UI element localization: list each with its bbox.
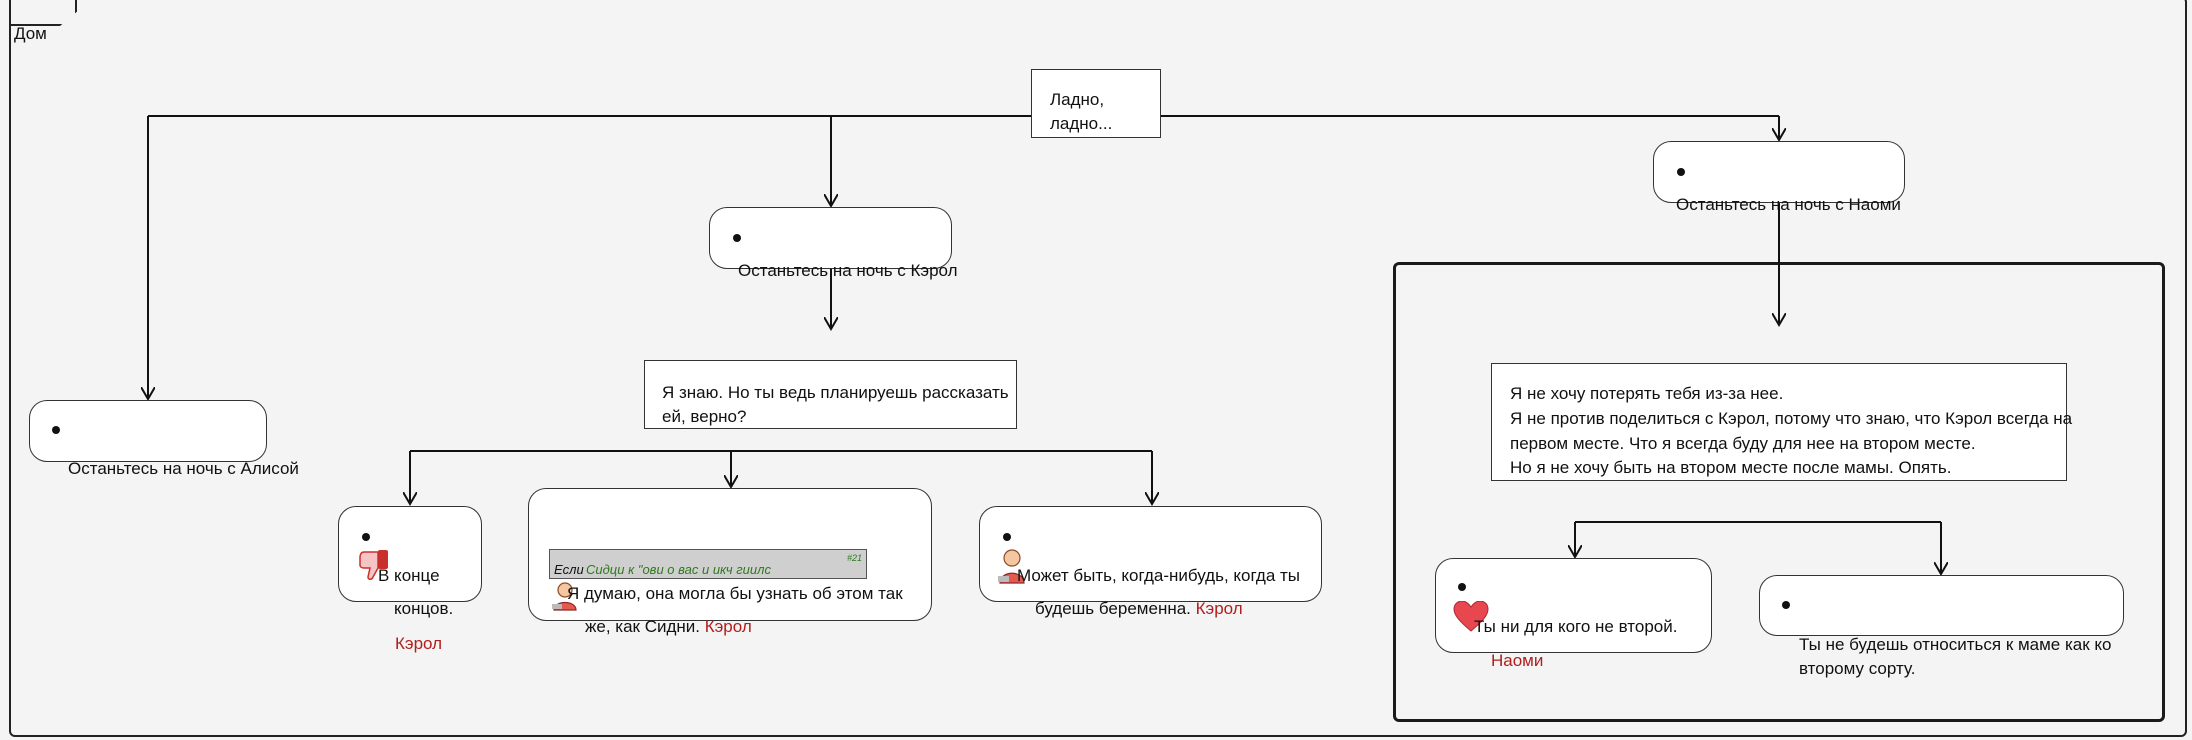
person-icon: [998, 549, 1025, 584]
scene-frame: [9, 0, 2187, 737]
thumbs-down-icon: [359, 550, 388, 580]
carol-option-right-speaker: Кэрол: [1195, 599, 1243, 618]
carol-option-mid-line2: же, как Сидни.: [585, 617, 700, 636]
naomi-option-left-line1: Ты ни для кого не второй.: [1474, 617, 1678, 636]
carol-option-left-line1: В конце: [378, 566, 440, 585]
carol-prompt-node[interactable]: [644, 360, 1017, 429]
carol-option-right-node[interactable]: [979, 506, 1322, 602]
condition-number: #21: [846, 553, 862, 563]
carol-option-mid-line1: Я думаю, она могла бы узнать об этом так: [567, 584, 903, 603]
choice-naomi-bullet: [1677, 168, 1685, 176]
scene-frame-label: Дом: [14, 24, 47, 43]
choice-alice-label: Останьтесь на ночь с Алисой: [68, 459, 299, 478]
naomi-prompt-line-1: Я не хочу потерять тебя из-за нее.: [1510, 384, 1784, 403]
naomi-option-right-line2: второму сорту.: [1799, 659, 1916, 678]
naomi-option-left-bullet: [1458, 583, 1466, 591]
carol-prompt-line1: Я знаю. Но ты ведь планируешь рассказать: [662, 383, 1009, 402]
choice-carol-node[interactable]: [709, 207, 952, 269]
naomi-group-box[interactable]: [1393, 262, 2165, 722]
carol-option-right-line1: Может быть, когда-нибудь, когда ты: [1017, 566, 1301, 585]
person-icon: [552, 582, 577, 611]
choice-naomi-node[interactable]: [1653, 141, 1905, 203]
carol-option-right-bullet: [1003, 533, 1011, 541]
carol-option-right-line2: будешь беременна.: [1035, 599, 1191, 618]
carol-option-left-line2: концов.: [394, 599, 454, 618]
naomi-option-left-speaker: Наоми: [1491, 651, 1544, 670]
carol-option-mid-line2-wrap: же, как Сидни. Кэрол: [585, 615, 752, 640]
naomi-prompt-line-4: Но я не хочу быть на втором месте после …: [1510, 458, 1952, 477]
carol-option-right-line2-wrap: будешь беременна. Кэрол: [1035, 597, 1243, 622]
choice-naomi-label: Останьтесь на ночь с Наоми: [1676, 195, 1901, 214]
carol-option-mid-speaker: Кэрол: [704, 617, 752, 636]
condition-expression: Сидци к "ови о вас и икч гиилс: [586, 562, 771, 577]
naomi-prompt-line-3: первом месте. Что я всегда буду для нее …: [1510, 434, 1976, 453]
root-dialogue-line2: ладно...: [1050, 114, 1113, 133]
root-dialogue-line1: Ладно,: [1050, 90, 1105, 109]
carol-option-left-bullet: [362, 533, 370, 541]
choice-carol-label: Останьтесь на ночь с Кэрол: [738, 261, 958, 280]
naomi-option-right-node[interactable]: [1759, 575, 2124, 636]
naomi-prompt-line-2: Я не против поделиться с Кэрол, потому ч…: [1510, 409, 2073, 428]
carol-prompt-line2: ей, верно?: [662, 407, 747, 426]
root-dialogue-node[interactable]: [1031, 69, 1161, 138]
naomi-option-right-bullet: [1782, 601, 1790, 609]
choice-alice-node[interactable]: [29, 400, 267, 462]
heart-icon: [1453, 601, 1489, 632]
naomi-prompt-node[interactable]: [1491, 363, 2067, 481]
choice-alice-bullet: [52, 426, 60, 434]
naomi-option-right-line1: Ты не будешь относиться к маме как ко: [1799, 635, 2112, 654]
condition-bar: Если Сидци к "ови о вас и икч гиилс #21: [549, 549, 867, 579]
condition-keyword: Если: [554, 562, 584, 577]
choice-carol-bullet: [733, 234, 741, 242]
carol-option-left-speaker: Кэрол: [395, 634, 443, 653]
